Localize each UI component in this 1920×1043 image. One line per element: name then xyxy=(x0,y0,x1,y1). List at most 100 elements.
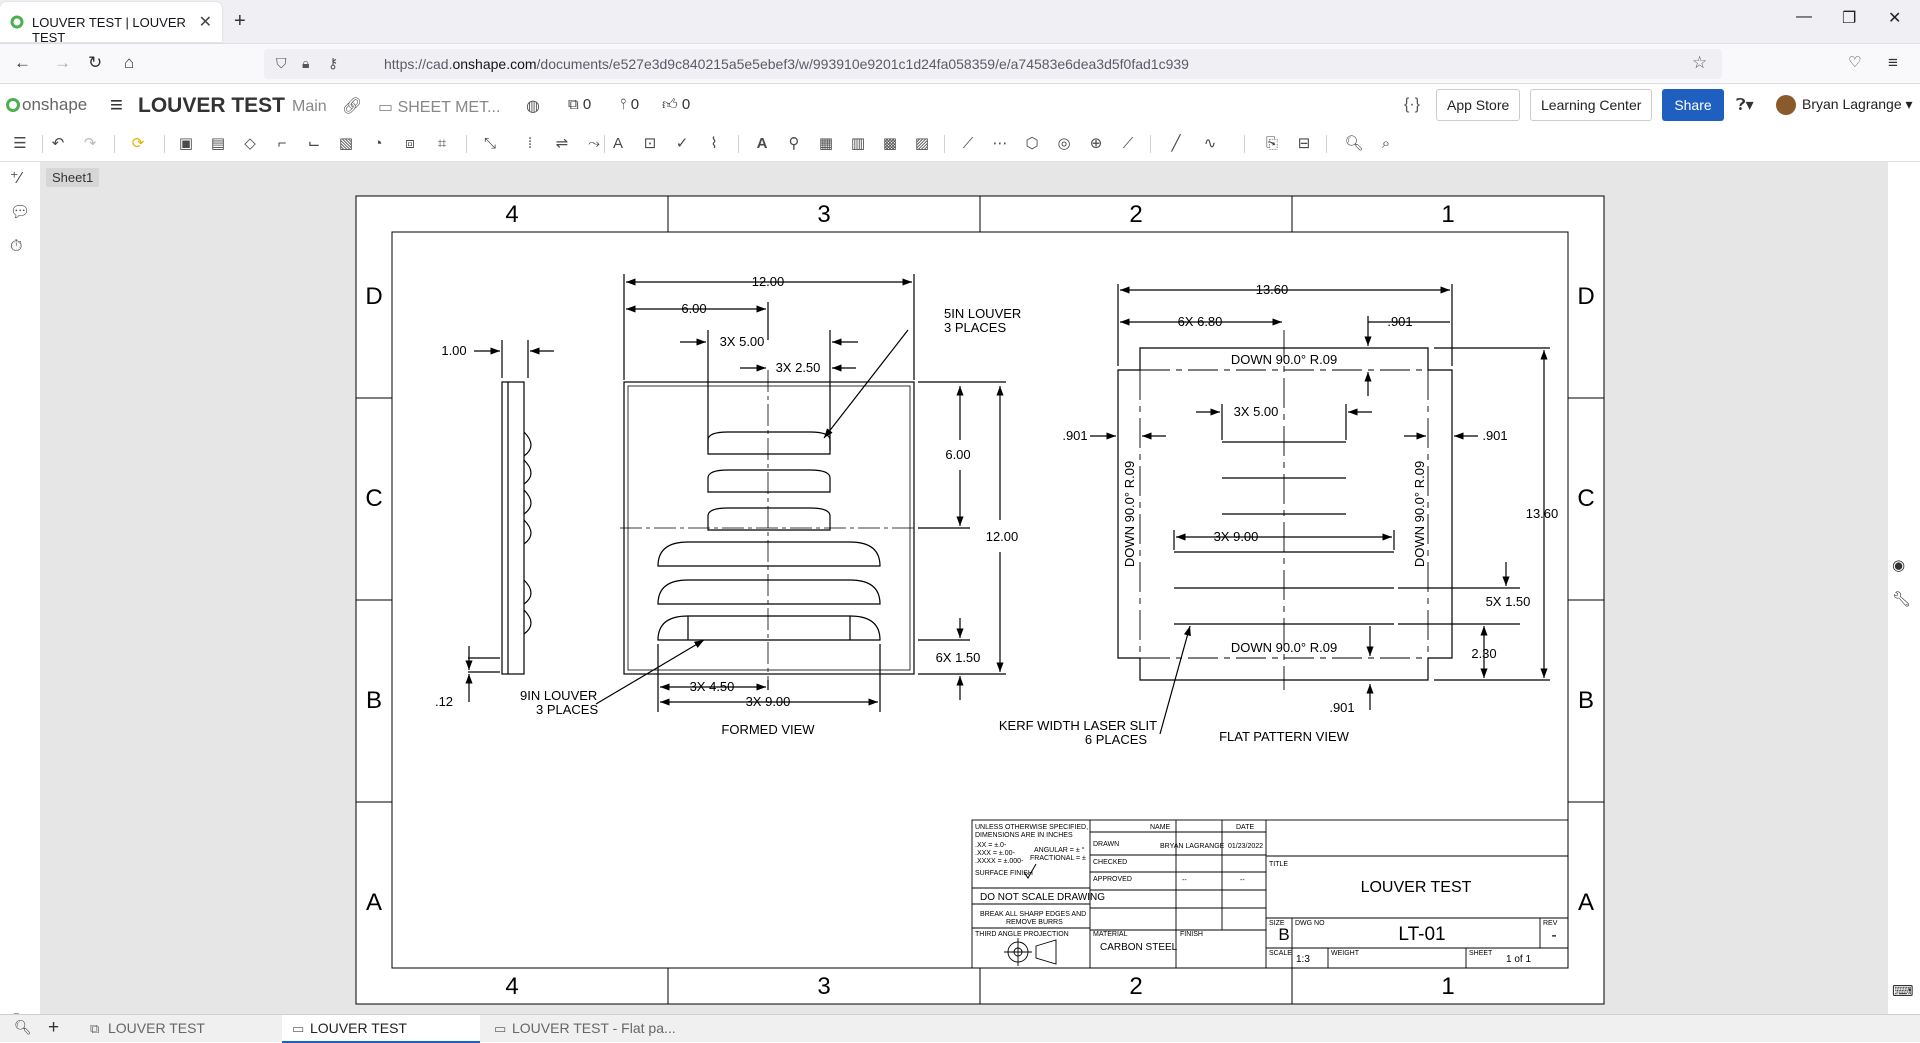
featurescript-icon[interactable]: {·} xyxy=(1404,96,1421,113)
onshape-logo[interactable]: onshape xyxy=(6,95,87,115)
point-icon[interactable]: ⊕ xyxy=(1089,135,1103,152)
sketch-icon[interactable]: ⟋ xyxy=(1122,135,1134,152)
aligned-section-icon[interactable]: ⌙ xyxy=(307,135,321,152)
detail-view-icon[interactable]: ◔ xyxy=(373,135,383,152)
insert-view-icon[interactable]: ▣ xyxy=(178,135,194,152)
dim-flat-bottom-gap[interactable]: 2.30 xyxy=(1471,646,1496,661)
shield-icon[interactable]: ⛉ xyxy=(276,55,287,71)
url-bar[interactable]: ⛉ 🔒︎ ⚷ https://cad.onshape.com/documents… xyxy=(264,49,1722,79)
permissions-icon[interactable]: ⚷ xyxy=(328,55,339,71)
tb-approved-date[interactable]: -- xyxy=(1240,877,1245,884)
auxiliary-view-icon[interactable]: ◇ xyxy=(244,135,256,152)
tb-material[interactable]: CARBON STEEL xyxy=(1100,942,1178,953)
dim-flat-lower-slit[interactable]: 3X 9.00 xyxy=(1214,529,1259,544)
tb-dwg-no[interactable]: LT-01 xyxy=(1398,924,1445,945)
appearance-icon[interactable]: ◉ xyxy=(1892,557,1906,574)
tab-flat-pattern[interactable]: ▭LOUVER TEST - Flat pa... xyxy=(484,1015,684,1043)
lock-icon[interactable]: 🔒︎ xyxy=(302,55,310,71)
dim-louver-pitch-x2[interactable]: 3X 2.50 xyxy=(776,360,821,375)
side-view[interactable] xyxy=(465,340,554,702)
line-icon[interactable]: ╱ xyxy=(1171,135,1181,152)
new-tab-icon[interactable]: + xyxy=(234,10,246,32)
bom-table-icon[interactable]: ▥ xyxy=(850,135,866,152)
comments-icon[interactable]: 💬︎ xyxy=(10,204,31,221)
help-icon[interactable]: ❓︎▾ xyxy=(1736,97,1754,114)
dim-height-upper[interactable]: 6.00 xyxy=(945,447,970,462)
bend-note-top[interactable]: DOWN 90.0° R.09 xyxy=(1231,352,1337,367)
home-icon[interactable]: ⌂ xyxy=(124,53,135,72)
text-icon[interactable]: A xyxy=(756,135,768,152)
export-dxf-icon[interactable]: ⎘ xyxy=(1265,135,1278,152)
ordinate-dimension-icon[interactable]: ⇌ xyxy=(555,135,569,152)
dim-flat-upper-slit[interactable]: 3X 5.00 xyxy=(1234,404,1279,419)
tb-title[interactable]: LOUVER TEST xyxy=(1361,879,1472,896)
centerline-icon[interactable]: ⟋ xyxy=(962,135,974,152)
dim-flat-overall-height[interactable]: 13.60 xyxy=(1526,506,1559,521)
tab-manager-icon[interactable]: 🔍︎ xyxy=(14,1019,32,1035)
dim-lower-pitch[interactable]: 3X 4.50 xyxy=(690,679,735,694)
projected-view-icon[interactable]: ▤ xyxy=(210,135,226,152)
note-icon[interactable]: A xyxy=(612,135,623,152)
dim-flat-top-offset[interactable]: .901 xyxy=(1387,314,1412,329)
formed-view[interactable] xyxy=(595,274,1006,712)
dim-louver-pitch-x[interactable]: 3X 5.00 xyxy=(720,334,765,349)
add-sketch-icon[interactable]: ⁺⁄ xyxy=(10,170,22,187)
callout-9in-places[interactable]: 3 PLACES xyxy=(536,702,598,717)
menu-icon[interactable]: ≡ xyxy=(1888,53,1898,72)
tb-scale[interactable]: 1:3 xyxy=(1296,954,1310,965)
dim-spacing-bottom[interactable]: 6X 1.50 xyxy=(936,650,981,665)
tab-drawing[interactable]: ▭LOUVER TEST xyxy=(282,1015,480,1043)
title-block[interactable] xyxy=(971,819,1569,969)
keyboard-icon[interactable]: ⌨ xyxy=(1892,983,1914,1000)
centermark-icon[interactable]: ⋯ xyxy=(992,135,1008,152)
hamburger-menu-icon[interactable]: ≡ xyxy=(110,92,123,117)
sheet-tab[interactable]: Sheet1 xyxy=(46,168,100,187)
circle-centermark-icon[interactable]: ◎ xyxy=(1057,135,1071,152)
dimension-icon[interactable]: ⤡ xyxy=(483,135,496,152)
section-view-icon[interactable]: ⌐ xyxy=(277,135,287,152)
share-button[interactable]: Share xyxy=(1662,89,1724,121)
undo-icon[interactable]: ↶ xyxy=(51,135,65,152)
dim-flat-pitch[interactable]: 6X 6.80 xyxy=(1178,314,1223,329)
url-text[interactable]: https://cad.onshape.com/documents/e527e3… xyxy=(384,56,1189,72)
link-icon[interactable]: 🔗︎ xyxy=(342,98,363,115)
bend-note-bottom[interactable]: DOWN 90.0° R.09 xyxy=(1231,640,1337,655)
versions-counter[interactable]: ⧉ 0 xyxy=(568,96,592,113)
dim-bottom-offset[interactable]: .12 xyxy=(435,694,453,709)
app-store-button[interactable]: App Store xyxy=(1436,89,1521,121)
tb-approved-name[interactable]: -- xyxy=(1182,877,1187,884)
dim-flat-slit-spacing[interactable]: 5X 1.50 xyxy=(1486,594,1531,609)
dim-side-thickness[interactable]: 1.00 xyxy=(441,343,466,358)
broken-out-section-icon[interactable]: ▧ xyxy=(338,135,354,152)
update-icon[interactable]: ⟳ xyxy=(131,135,145,152)
redo-icon[interactable]: ↷ xyxy=(83,135,97,152)
hatch-icon[interactable]: ⬡ xyxy=(1025,135,1039,152)
kerf-places[interactable]: 6 PLACES xyxy=(1085,732,1147,747)
spline-icon[interactable]: ∿ xyxy=(1203,135,1217,152)
dim-height-overall[interactable]: 12.00 xyxy=(986,529,1019,544)
dim-flat-left-offset[interactable]: .901 xyxy=(1062,428,1087,443)
browser-tab[interactable]: LOUVER TEST | LOUVER TEST ✕ xyxy=(0,2,222,45)
window-close-icon[interactable]: ✕ xyxy=(1888,10,1902,27)
datum-icon[interactable]: ⊡ xyxy=(643,135,657,152)
back-icon[interactable]: ← xyxy=(14,53,31,72)
dim-formed-overall-width[interactable]: 12.00 xyxy=(752,274,785,289)
forward-icon[interactable]: → xyxy=(54,53,71,72)
zoom-icon[interactable]: 🔍︎ xyxy=(1344,135,1364,152)
close-tab-icon[interactable]: ✕ xyxy=(198,14,212,31)
document-name[interactable]: LOUVER TEST xyxy=(138,94,286,117)
reload-icon[interactable]: ↻ xyxy=(88,53,103,72)
minimize-icon[interactable]: — xyxy=(1796,8,1812,25)
bookmark-star-icon[interactable]: ☆ xyxy=(1692,53,1708,72)
baseline-dimension-icon[interactable]: ⦙ xyxy=(528,135,532,152)
add-tab-icon[interactable]: + xyxy=(48,1017,60,1038)
hole-table-icon[interactable]: ▩ xyxy=(882,135,898,152)
user-name[interactable]: Bryan Lagrange ▾ xyxy=(1802,96,1913,112)
bend-note-right[interactable]: DOWN 90.0° R.09 xyxy=(1412,461,1427,567)
feature-list-icon[interactable]: ☰ xyxy=(13,135,27,152)
restore-icon[interactable]: ❐ xyxy=(1842,10,1857,27)
tb-size[interactable]: B xyxy=(1278,925,1289,944)
hole-callout-icon[interactable]: ⤳ xyxy=(587,135,600,152)
tb-rev[interactable]: - xyxy=(1551,927,1556,944)
